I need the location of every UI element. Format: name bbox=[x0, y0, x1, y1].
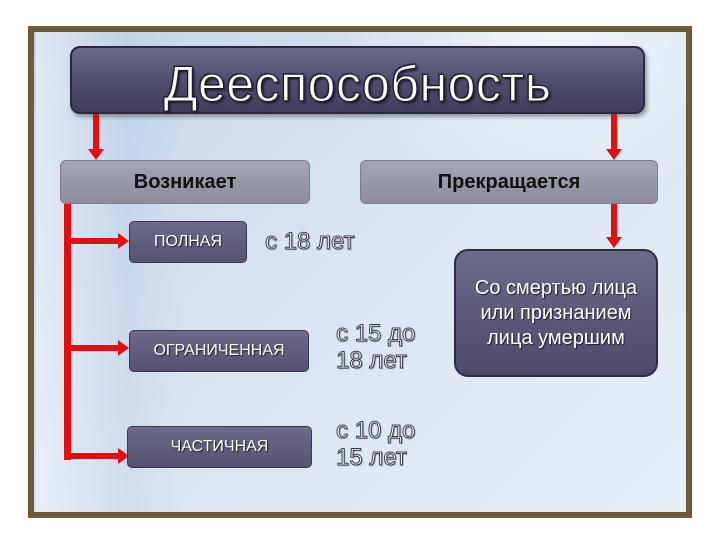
diagram-title: Дееспособность bbox=[163, 56, 552, 113]
terminates-header: Прекращается bbox=[360, 160, 658, 204]
partial-capacity-label: ЧАСТИЧНАЯ bbox=[170, 438, 269, 455]
full-capacity-box: ПОЛНАЯ bbox=[129, 221, 247, 263]
branch-vertical-line bbox=[64, 204, 71, 460]
terminates-header-label: Прекращается bbox=[437, 170, 581, 193]
arrow-to-limited bbox=[64, 340, 129, 356]
title-banner: Дееспособность bbox=[70, 46, 645, 114]
limited-capacity-label: ОГРАНИЧЕННАЯ bbox=[153, 342, 285, 359]
arises-header-label: Возникает bbox=[133, 170, 237, 193]
arrow-terminates-to-death bbox=[606, 204, 622, 248]
full-capacity-label: ПОЛНАЯ bbox=[153, 233, 223, 250]
arises-header: Возникает bbox=[60, 160, 310, 204]
limited-capacity-box: ОГРАНИЧЕННАЯ bbox=[129, 330, 309, 372]
arrow-title-to-terminates bbox=[606, 114, 622, 160]
full-capacity-age: с 18 лет bbox=[265, 228, 356, 256]
arrow-title-to-arises bbox=[88, 114, 104, 160]
arrow-to-partial bbox=[64, 448, 129, 464]
limited-capacity-age: с 15 до 18 лет bbox=[336, 320, 416, 375]
arrow-to-full bbox=[64, 233, 129, 249]
partial-capacity-box: ЧАСТИЧНАЯ bbox=[127, 426, 312, 468]
termination-condition-box: Со смертью лица или признанием лица умер… bbox=[454, 249, 658, 377]
partial-capacity-age: с 10 до 15 лет bbox=[336, 417, 416, 472]
termination-condition-text: Со смертью лица или признанием лица умер… bbox=[474, 276, 638, 349]
